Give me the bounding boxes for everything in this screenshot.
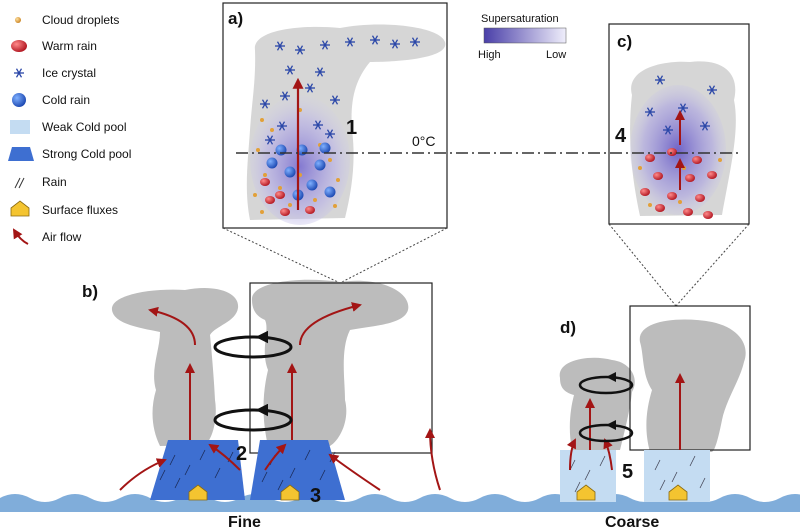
panel-c: c) 4 bbox=[608, 23, 750, 225]
legend-label: Air flow bbox=[42, 230, 82, 244]
legend-item-rain: Rain bbox=[14, 175, 67, 189]
surface-flux-icon bbox=[10, 200, 30, 217]
legend-label: Cold rain bbox=[42, 93, 90, 107]
legend-label: Surface fluxes bbox=[42, 203, 118, 217]
panel-d-caption: Coarse bbox=[605, 514, 659, 530]
process-number-2: 2 bbox=[236, 443, 247, 465]
panel-b-air-flow-arrows bbox=[119, 302, 441, 491]
legend-label: Ice crystal bbox=[42, 66, 96, 80]
legend-item-weak-cold-pool: Weak Cold pool bbox=[10, 120, 127, 134]
panel-b-left-cloud bbox=[111, 288, 239, 446]
panel-d-rain-streaks bbox=[569, 455, 706, 493]
panel-d: d) 5 Coarse bbox=[559, 305, 751, 530]
freezing-level-label: 0°C bbox=[412, 133, 436, 149]
legend-item-air-flow: Air flow bbox=[12, 228, 82, 245]
panel-b: b) bbox=[82, 279, 441, 530]
supersaturation-gradient-bar bbox=[483, 27, 567, 44]
legend-item-ice-crystal: Ice crystal bbox=[13, 66, 96, 80]
zoom-connectors bbox=[222, 223, 750, 307]
panel-b-label: b) bbox=[82, 282, 98, 301]
panel-b-right-cloud bbox=[251, 279, 409, 446]
legend-item-strong-cold-pool: Strong Cold pool bbox=[8, 147, 131, 161]
cloud-droplet-icon bbox=[15, 17, 21, 23]
panel-b-circulation-upper bbox=[213, 335, 293, 359]
panel-d-right-cloud bbox=[639, 319, 746, 452]
panel-b-strong-cold-pool-right bbox=[250, 440, 345, 500]
legend-label: Strong Cold pool bbox=[42, 147, 131, 161]
panel-b-strong-cold-pool-left bbox=[150, 440, 245, 500]
process-number-4: 4 bbox=[615, 125, 627, 147]
supersaturation-title: Supersaturation bbox=[481, 13, 559, 25]
panel-b-zoom-frame bbox=[249, 282, 433, 454]
process-number-1: 1 bbox=[346, 117, 357, 139]
legend-label: Weak Cold pool bbox=[42, 120, 127, 134]
supersaturation-scale: Supersaturation High Low bbox=[478, 13, 567, 61]
air-flow-icon bbox=[12, 228, 29, 245]
panel-b-caption: Fine bbox=[228, 514, 261, 530]
supersaturation-low-label: Low bbox=[546, 49, 566, 61]
process-number-5: 5 bbox=[622, 461, 633, 483]
panel-a-label: a) bbox=[228, 9, 243, 28]
panel-a-warm-rain bbox=[260, 178, 315, 216]
legend-label: Rain bbox=[42, 175, 67, 189]
weak-cold-pool-icon bbox=[10, 120, 30, 134]
panel-b-circulation-lower bbox=[213, 408, 293, 432]
panel-c-label: c) bbox=[617, 32, 632, 51]
legend-item-warm-rain: Warm rain bbox=[11, 39, 97, 53]
panel-d-left-cloud bbox=[559, 357, 635, 450]
legend-label: Warm rain bbox=[42, 39, 97, 53]
panel-b-rain-streaks bbox=[159, 449, 336, 491]
process-number-3: 3 bbox=[310, 485, 321, 507]
legend-label: Cloud droplets bbox=[42, 13, 119, 27]
panel-d-label: d) bbox=[560, 318, 576, 337]
warm-rain-icon bbox=[11, 40, 27, 52]
cold-rain-icon bbox=[12, 93, 26, 107]
rain-streaks-icon bbox=[14, 177, 25, 189]
legend-item-surface-fluxes: Surface fluxes bbox=[10, 200, 118, 217]
panel-c-warm-rain bbox=[640, 148, 717, 219]
legend-item-cloud-droplets: Cloud droplets bbox=[15, 13, 119, 27]
supersaturation-high-label: High bbox=[478, 49, 501, 61]
legend: Cloud droplets Warm rain Ice crystal Col… bbox=[8, 13, 131, 245]
snowflake-icon bbox=[13, 68, 25, 78]
legend-item-cold-rain: Cold rain bbox=[12, 93, 90, 107]
panel-a: a) bbox=[222, 2, 448, 229]
panel-a-cold-rain bbox=[266, 142, 336, 201]
strong-cold-pool-icon bbox=[8, 147, 34, 161]
